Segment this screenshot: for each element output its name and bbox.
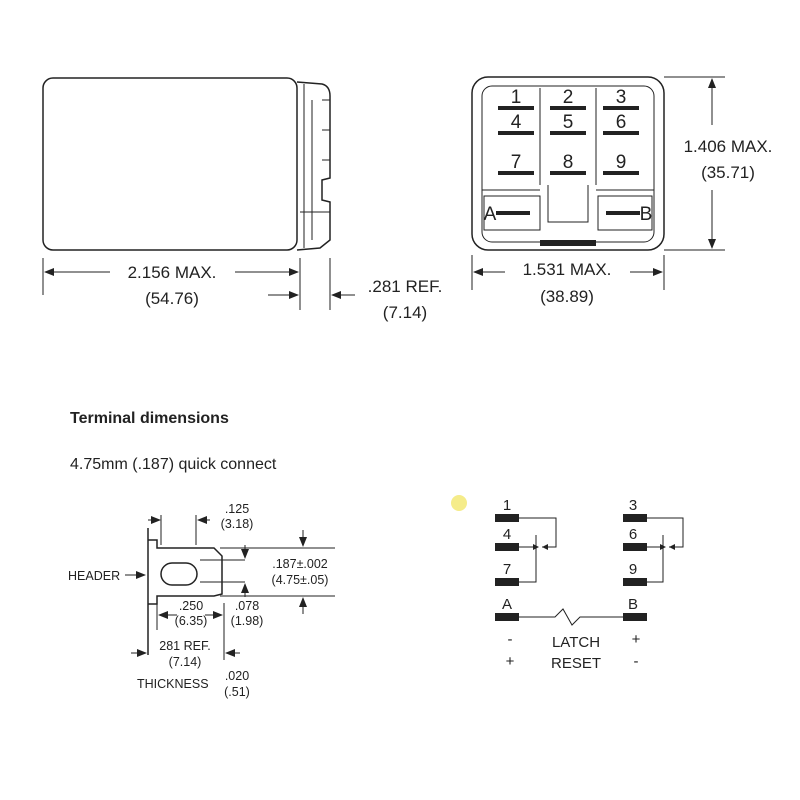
svg-text:7: 7 (503, 561, 511, 578)
height-label: 1.406 MAX. (684, 137, 773, 156)
svg-text:3: 3 (629, 497, 637, 514)
svg-text:+: + (632, 631, 641, 648)
dim-020-mm: (.51) (224, 685, 250, 699)
header-label: HEADER (68, 569, 120, 583)
svg-text:-: - (508, 631, 513, 648)
terminal-subtitle: 4.75mm (.187) quick connect (70, 456, 277, 473)
svg-text:6: 6 (629, 526, 637, 543)
length-label: 2.156 MAX. (128, 263, 217, 282)
pin-labels: 1 2 3 4 5 6 7 8 9 (511, 87, 627, 173)
pin-a-label: A (484, 204, 497, 225)
svg-text:1: 1 (503, 497, 511, 514)
ref-label: .281 REF. (368, 277, 443, 296)
dim-250-mm: (6.35) (175, 614, 208, 628)
dim-020: .020 (225, 669, 249, 683)
dim-125: .125 (225, 502, 249, 516)
terminal-drawing: .125 (3.18) HEADER .187±.002 (4.75±.05) … (68, 502, 335, 699)
ref-281-mm: (7.14) (169, 655, 202, 669)
height-mm-label: (35.71) (701, 163, 755, 182)
svg-text:9: 9 (616, 152, 627, 173)
svg-text:6: 6 (616, 112, 627, 133)
svg-text:+: + (506, 653, 515, 670)
front-view: 1 2 3 4 5 6 7 8 9 A B 1.406 MAX. (35.71)… (471, 76, 773, 306)
latch-label: LATCH (552, 634, 600, 651)
cursor-highlight (451, 495, 467, 511)
terminal-title: Terminal dimensions (70, 410, 229, 427)
svg-text:4: 4 (511, 112, 522, 133)
svg-text:5: 5 (563, 112, 574, 133)
side-view: 2.156 MAX. (54.76) .281 REF. (7.14) (42, 77, 443, 322)
svg-text:8: 8 (563, 152, 574, 173)
dim-125-mm: (3.18) (221, 517, 254, 531)
ref-281: 281 REF. (159, 639, 210, 653)
width-mm-label: (38.89) (540, 287, 594, 306)
svg-text:B: B (628, 596, 638, 613)
svg-text:7: 7 (511, 152, 522, 173)
svg-text:3: 3 (616, 87, 627, 108)
ref-mm-label: (7.14) (383, 303, 427, 322)
dim-078: .078 (235, 599, 259, 613)
dim-250: .250 (179, 599, 203, 613)
svg-text:2: 2 (563, 87, 574, 108)
svg-text:1: 1 (511, 87, 522, 108)
svg-text:9: 9 (629, 561, 637, 578)
svg-text:4: 4 (503, 526, 511, 543)
dim-187-mm: (4.75±.05) (272, 573, 329, 587)
dim-078-mm: (1.98) (231, 614, 264, 628)
thickness-label: THICKNESS (137, 677, 209, 691)
schematic: 1 4 7 A 3 6 9 B - + LATCH RESET + - (495, 497, 684, 672)
reset-label: RESET (551, 655, 601, 672)
svg-text:-: - (634, 653, 639, 670)
pin-b-label: B (640, 204, 653, 225)
dim-187: .187±.002 (272, 557, 328, 571)
svg-text:A: A (502, 596, 512, 613)
length-mm-label: (54.76) (145, 289, 199, 308)
width-label: 1.531 MAX. (523, 260, 612, 279)
